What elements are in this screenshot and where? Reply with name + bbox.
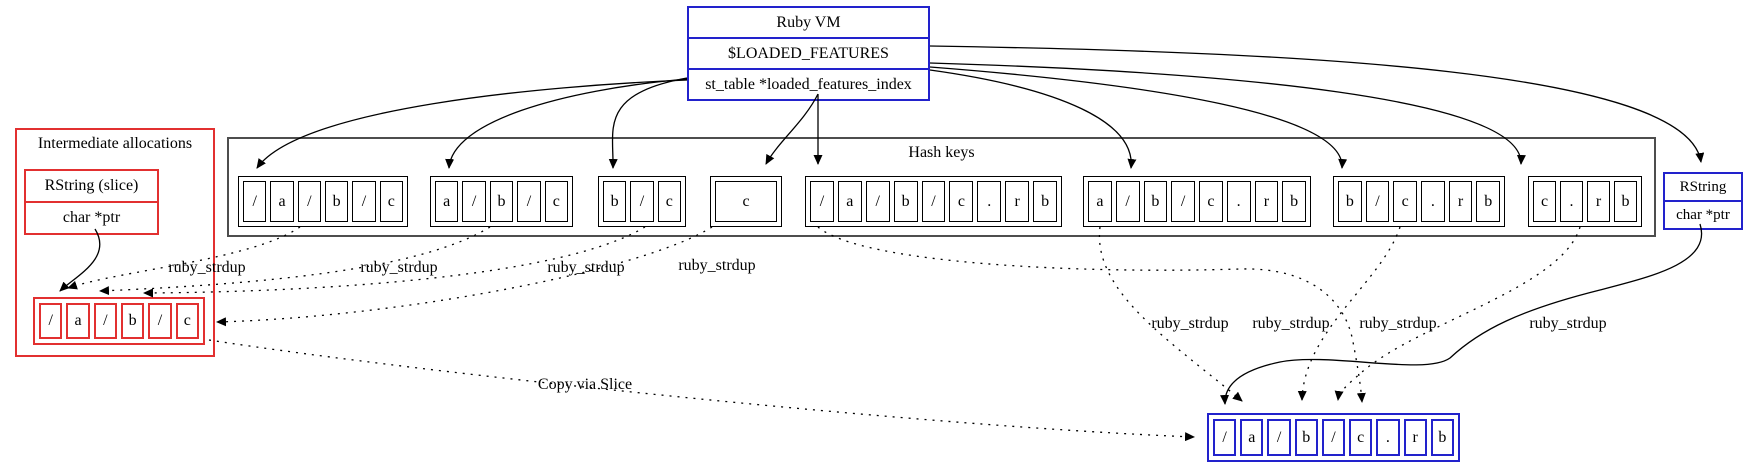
hashkey-record-4: c — [710, 176, 782, 227]
edge-label-ruby-strdup: ruby_strdup — [1529, 315, 1607, 332]
record-cell: b — [1476, 181, 1501, 222]
rstring-slice-title: RString (slice) — [44, 177, 139, 194]
record-cell: b — [489, 181, 514, 222]
record-cell: c — [544, 181, 569, 222]
record-cell: / — [1321, 419, 1346, 456]
edge-strdup-key8 — [1334, 226, 1581, 401]
record-cell: b — [893, 181, 918, 222]
edge-copy-via-slice — [208, 339, 1195, 442]
record-cell: . — [1376, 419, 1400, 456]
record-cell: c — [715, 181, 777, 222]
record-cell: b — [120, 303, 145, 339]
edge-label-copy-via-slice: Copy via Slice — [537, 376, 633, 393]
hashkey-record-2: a / b / c — [430, 176, 573, 227]
record-cell: / — [297, 181, 321, 222]
record-cell: . — [1560, 181, 1583, 222]
record-cell: r — [1403, 419, 1427, 456]
edge-label-ruby-strdup: ruby_strdup — [678, 257, 756, 274]
rstring-slice-node: RString (slice) char *ptr — [24, 169, 159, 235]
record-cell: b — [1143, 181, 1168, 222]
record-cell: b — [1294, 419, 1318, 456]
record-cell: / — [517, 181, 541, 222]
record-cell: . — [1421, 181, 1445, 222]
record-cell: b — [324, 181, 349, 222]
record-cell: / — [1171, 181, 1195, 222]
record-cell: c — [175, 303, 199, 339]
hashkey-record-7: b / c . r b — [1333, 176, 1505, 227]
intermediate-record: / a / b / c — [33, 297, 205, 345]
hash-keys-label: Hash keys — [908, 144, 975, 161]
record-cell: b — [1282, 181, 1306, 222]
rstring-node: RString char *ptr — [1663, 172, 1743, 230]
record-cell: / — [810, 181, 834, 222]
hashkey-record-5: / a / b / c . r b — [805, 176, 1062, 227]
record-cell: / — [1267, 419, 1291, 456]
record-cell: / — [921, 181, 946, 222]
hashkey-record-8: c . r b — [1528, 176, 1642, 227]
record-cell: b — [603, 181, 627, 222]
hashkey-record-1: / a / b / c — [238, 176, 408, 227]
record-cell: r — [1254, 181, 1279, 222]
record-cell: c — [657, 181, 681, 222]
record-cell: / — [243, 181, 267, 222]
record-cell: / — [148, 303, 172, 339]
record-cell: / — [865, 181, 890, 222]
edge-strdup-key7 — [1297, 226, 1401, 401]
edge-label-ruby-strdup: ruby_strdup — [547, 259, 625, 276]
edge-label-ruby-strdup: ruby_strdup — [360, 259, 438, 276]
record-cell: / — [93, 303, 117, 339]
record-cell: a — [1240, 419, 1264, 456]
rstring-ptr: char *ptr — [1665, 200, 1741, 228]
edge-label-ruby-strdup: ruby_strdup — [168, 259, 246, 276]
record-cell: a — [66, 303, 90, 339]
edge-strdup-key4 — [216, 226, 713, 327]
record-cell: a — [270, 181, 294, 222]
edge-label-ruby-strdup: ruby_strdup — [1359, 315, 1437, 332]
record-cell: . — [977, 181, 1002, 222]
record-cell: / — [630, 181, 654, 222]
record-cell: b — [1033, 181, 1058, 222]
record-cell: b — [1614, 181, 1637, 222]
record-cell: c — [1349, 419, 1373, 456]
record-cell: r — [1448, 181, 1473, 222]
edge-strdup-key6 — [1098, 226, 1243, 402]
record-cell: b — [1430, 419, 1454, 456]
record-cell: / — [39, 303, 63, 339]
hashkey-record-6: a / b / c . r b — [1083, 176, 1311, 227]
record-cell: / — [352, 181, 376, 222]
record-cell: / — [1115, 181, 1140, 222]
rstring-title: RString — [1679, 179, 1727, 195]
edge-label-ruby-strdup: ruby_strdup — [1252, 315, 1330, 332]
record-cell: b — [1338, 181, 1362, 222]
st-table-field: st_table *loaded_features_index — [689, 68, 928, 99]
record-cell: a — [435, 181, 459, 222]
record-cell: r — [1587, 181, 1610, 222]
rstring-slice-ptr: char *ptr — [26, 201, 157, 233]
result-record: / a / b / c . r b — [1207, 413, 1460, 462]
edge-label-ruby-strdup: ruby_strdup — [1151, 315, 1229, 332]
ruby-vm-title: Ruby VM — [776, 14, 841, 31]
record-cell: c — [949, 181, 974, 222]
record-cell: / — [1213, 419, 1237, 456]
record-cell: / — [1365, 181, 1390, 222]
record-cell: . — [1226, 181, 1251, 222]
loaded-features-field: $LOADED_FEATURES — [689, 37, 928, 68]
edge-rstring-ptr-to-result — [1220, 223, 1703, 405]
record-cell: r — [1005, 181, 1030, 222]
record-cell: c — [1393, 181, 1418, 222]
record-cell: c — [379, 181, 403, 222]
record-cell: c — [1199, 181, 1223, 222]
record-cell: / — [462, 181, 486, 222]
intermediate-cluster-label: Intermediate allocations — [37, 135, 193, 152]
record-cell: c — [1533, 181, 1556, 222]
ruby-vm-node: Ruby VM $LOADED_FEATURES st_table *loade… — [687, 6, 930, 101]
record-cell: a — [837, 181, 862, 222]
record-cell: a — [1088, 181, 1112, 222]
hashkey-record-3: b / c — [598, 176, 686, 227]
